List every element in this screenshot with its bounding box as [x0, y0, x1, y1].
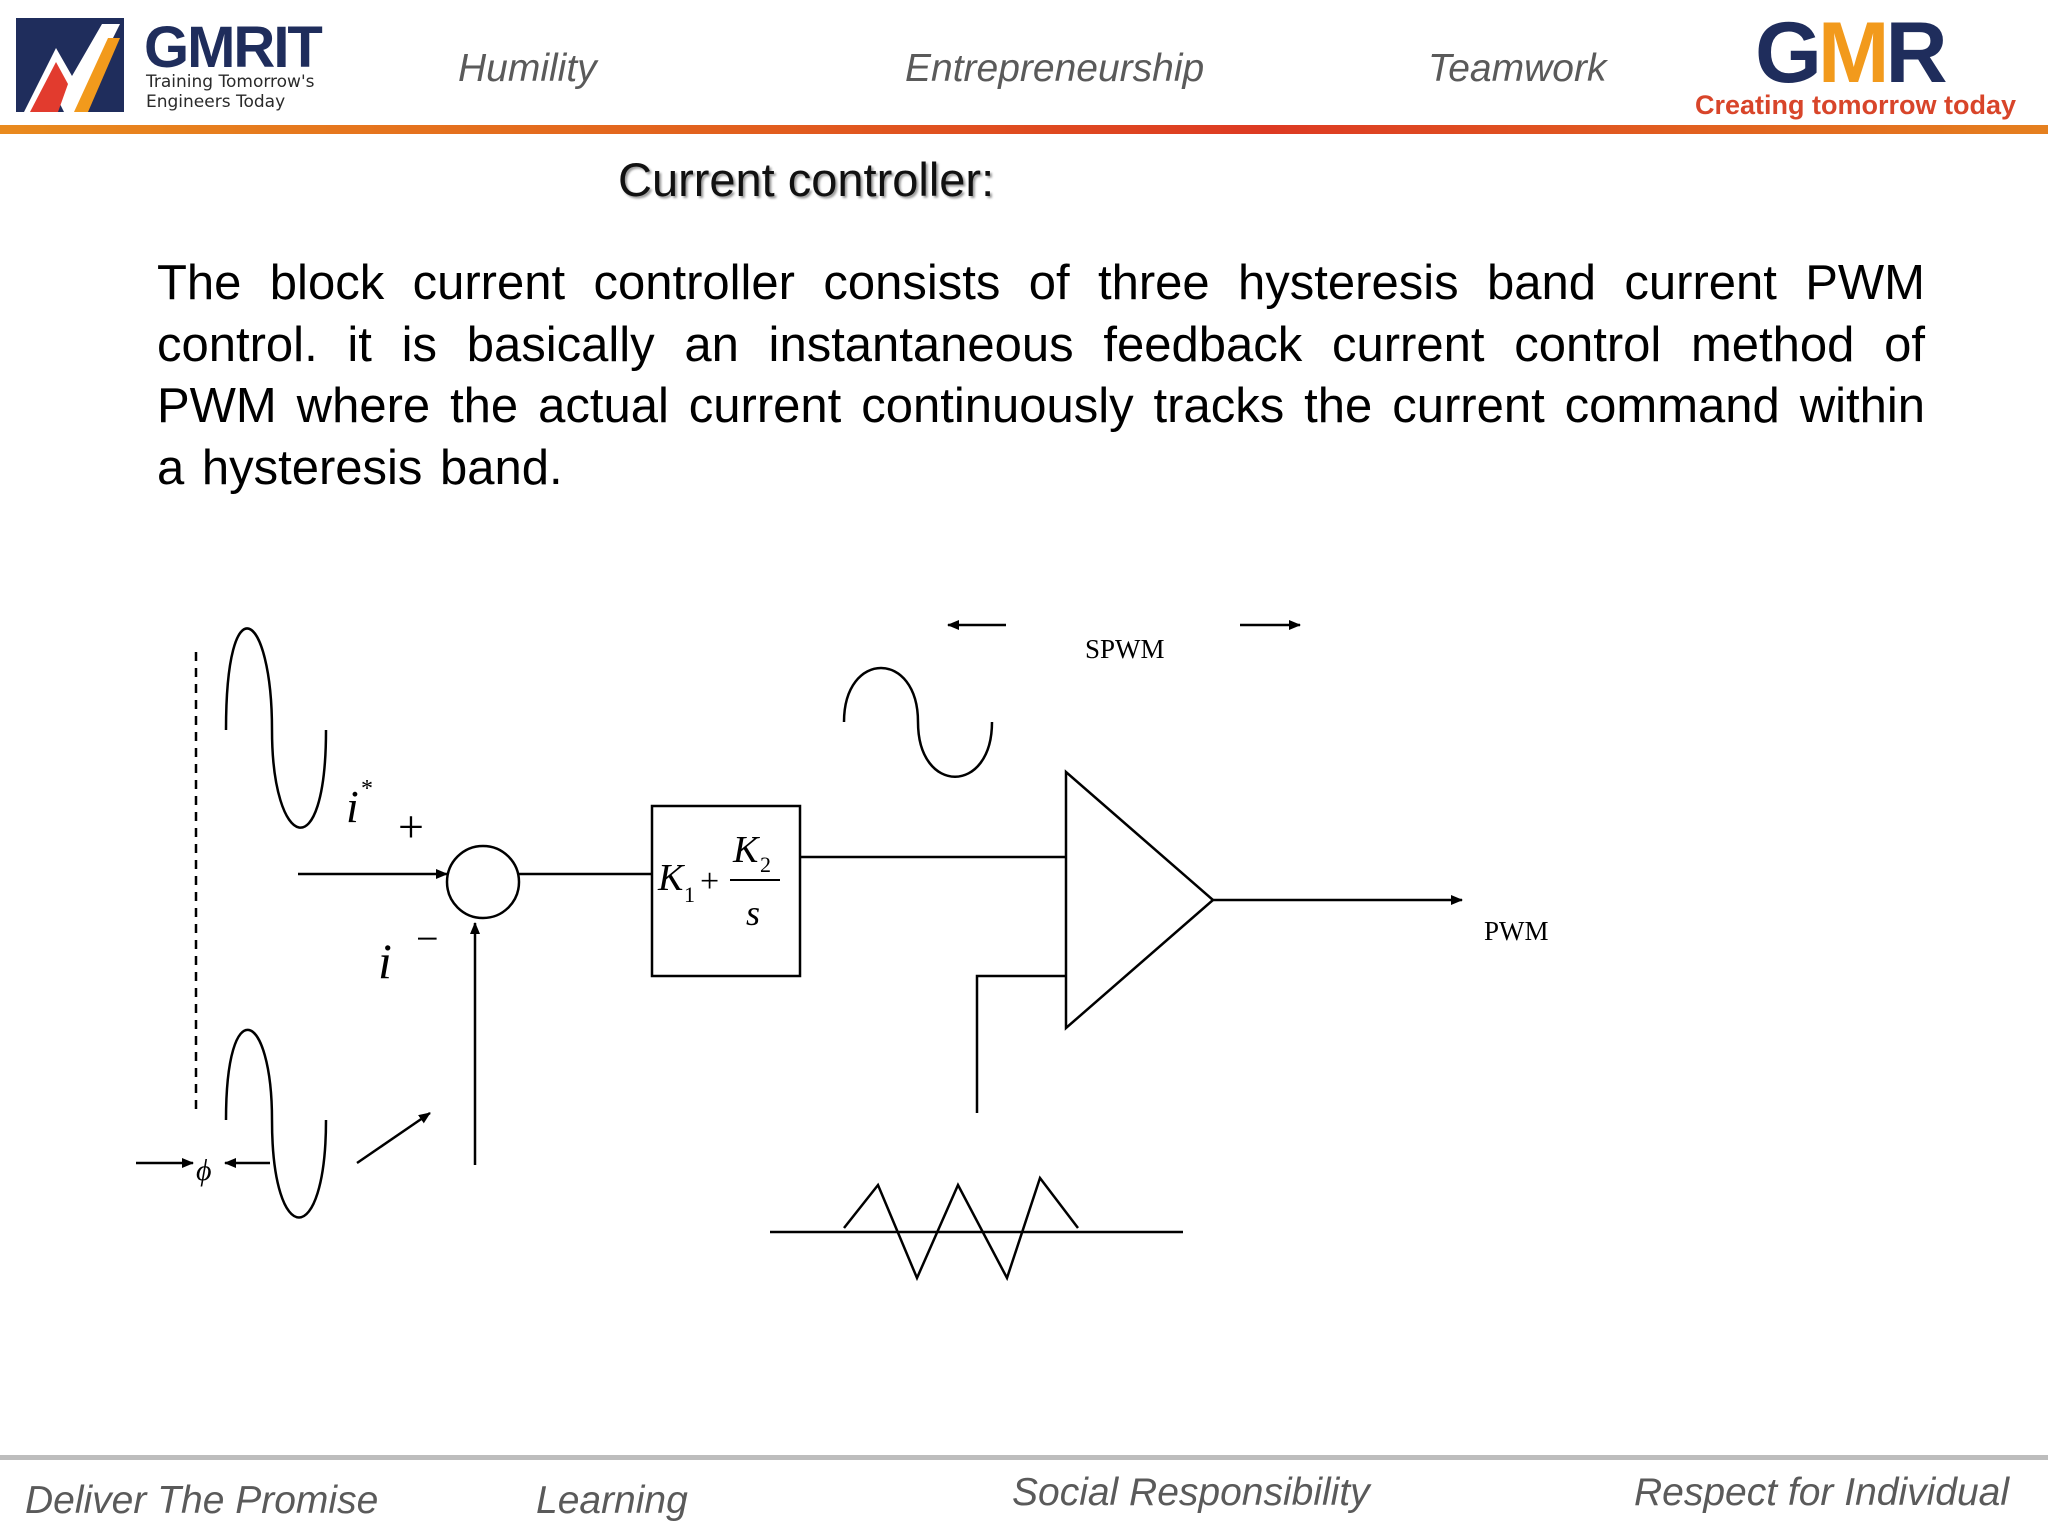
gmr-tagline: Creating tomorrow today — [1695, 90, 2017, 120]
footer-divider — [0, 1455, 2048, 1460]
reference-current-superscript: * — [361, 776, 373, 802]
value-social-responsibility: Social Responsibility — [1012, 1471, 1370, 1514]
gmrit-tagline: Training Tomorrow's Engineers Today — [146, 72, 314, 112]
plus-sign: + — [398, 801, 424, 852]
value-entrepreneurship: Entrepreneurship — [905, 47, 1205, 90]
phase-label: ϕ — [196, 1154, 212, 1187]
value-humility: Humility — [458, 47, 597, 90]
spwm-sine-waveform — [842, 666, 994, 778]
gmrit-tagline-line2: Engineers Today — [146, 92, 286, 112]
header-divider — [0, 125, 2048, 134]
pi-k2-subscript: 2 — [760, 852, 771, 877]
carrier-to-comparator-line — [975, 974, 1066, 1113]
gmrit-wordmark: GMRIT — [144, 15, 323, 80]
pwm-label: PWM — [1484, 916, 1549, 946]
summing-junction — [445, 844, 521, 920]
value-respect-for-individual: Respect for Individual — [1634, 1471, 2010, 1514]
slide-header: GMRIT Training Tomorrow's Engineers Toda… — [0, 0, 2048, 136]
pi-controller-block — [650, 804, 802, 978]
gmr-logo: GMR Creating tomorrow today — [1690, 5, 2016, 125]
diagonal-arrow — [356, 1111, 431, 1165]
comparator-block — [1064, 769, 1215, 1031]
minus-sign: − — [416, 916, 439, 961]
gmrit-emblem-icon — [16, 18, 124, 112]
pi-k1-subscript: 1 — [684, 882, 695, 907]
reference-current-label: i — [346, 781, 359, 832]
slide-title: Current controller: — [618, 153, 995, 206]
spwm-label: SPWM — [1085, 634, 1165, 664]
actual-current-waveform — [224, 1028, 328, 1219]
slide-body-text: The block current controller consists of… — [157, 256, 1925, 495]
gmrit-tagline-line1: Training Tomorrow's — [146, 72, 315, 92]
gmrit-logo: GMRIT Training Tomorrow's Engineers Toda… — [16, 15, 336, 118]
reference-current-waveform — [224, 627, 328, 829]
pi-plus: + — [700, 863, 719, 900]
value-teamwork: Teamwork — [1428, 47, 1607, 90]
value-learning: Learning — [536, 1479, 688, 1522]
value-deliver-the-promise: Deliver The Promise — [25, 1479, 379, 1522]
triangular-carrier-waveform — [843, 1175, 1079, 1282]
pi-s: s — [746, 893, 760, 933]
pi-k2: K — [732, 829, 760, 871]
actual-current-label: i — [378, 933, 392, 989]
gmr-wordmark: GMR — [1755, 5, 1948, 101]
pi-k1: K — [657, 857, 685, 899]
